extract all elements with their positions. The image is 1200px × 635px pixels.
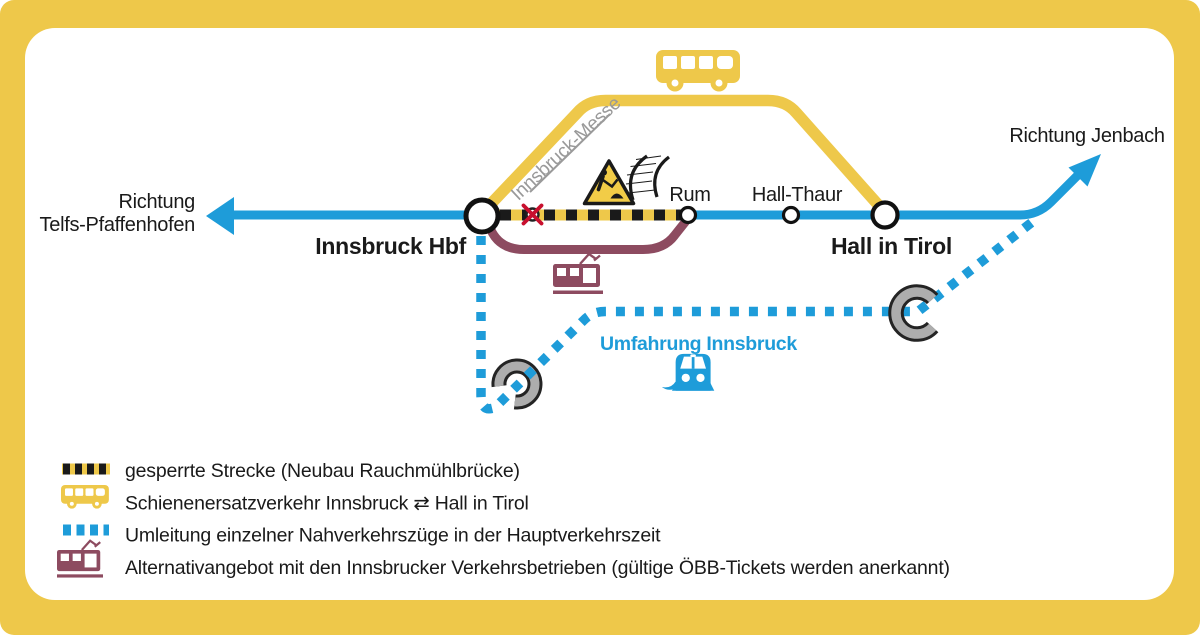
legend-bus-icon — [61, 485, 109, 509]
direction-west-line2: Telfs-Pfaffenhofen — [40, 214, 195, 236]
station-rum — [678, 205, 698, 225]
legend-label-diversion: Umleitung einzelner Nahverkehrszüge in d… — [125, 525, 661, 547]
innsbruck-messe-strikethrough — [529, 113, 611, 193]
main-rail-line — [228, 170, 1083, 220]
arrow-west-icon — [206, 197, 234, 235]
arrow-northeast-icon — [1068, 154, 1101, 187]
construction-sign-icon — [582, 159, 636, 206]
direction-west-line1: Richtung — [118, 191, 195, 213]
railway-track-icon — [625, 154, 671, 201]
legend-label-bus-replacement: Schienenersatzverkehr Innsbruck ⇄ Hall i… — [125, 493, 529, 515]
bypass-label: Umfahrung Innsbruck — [600, 333, 797, 355]
station-hall-in-tirol — [870, 200, 900, 230]
bus-icon — [656, 50, 740, 92]
closed-halt-icon — [521, 203, 544, 226]
bus-replacement-route — [482, 94, 886, 212]
legend-label-closed-track: gesperrte Strecke (Neubau Rauchmühlbrück… — [125, 460, 520, 482]
tram-alternative-route — [484, 218, 690, 254]
direction-east-label: Richtung Jenbach — [1009, 125, 1164, 147]
station-label-hall-thaur: Hall-Thaur — [752, 184, 843, 206]
diversion-route — [476, 215, 1039, 414]
train-icon — [660, 352, 716, 393]
legend: gesperrte Strecke (Neubau Rauchmühlbrück… — [55, 460, 950, 579]
legend-tram-icon — [55, 539, 105, 579]
station-label-rum: Rum — [669, 184, 710, 206]
station-innsbruck-hbf — [463, 197, 501, 235]
station-label-innsbruck-hbf: Innsbruck Hbf — [315, 233, 466, 259]
turning-loop-east-icon — [888, 284, 939, 342]
station-hall-thaur — [781, 205, 801, 225]
station-label-hall-in-tirol: Hall in Tirol — [831, 233, 952, 259]
legend-label-tram-alternative: Alternativangebot mit den Innsbrucker Ve… — [125, 557, 950, 579]
tram-icon — [551, 252, 605, 296]
